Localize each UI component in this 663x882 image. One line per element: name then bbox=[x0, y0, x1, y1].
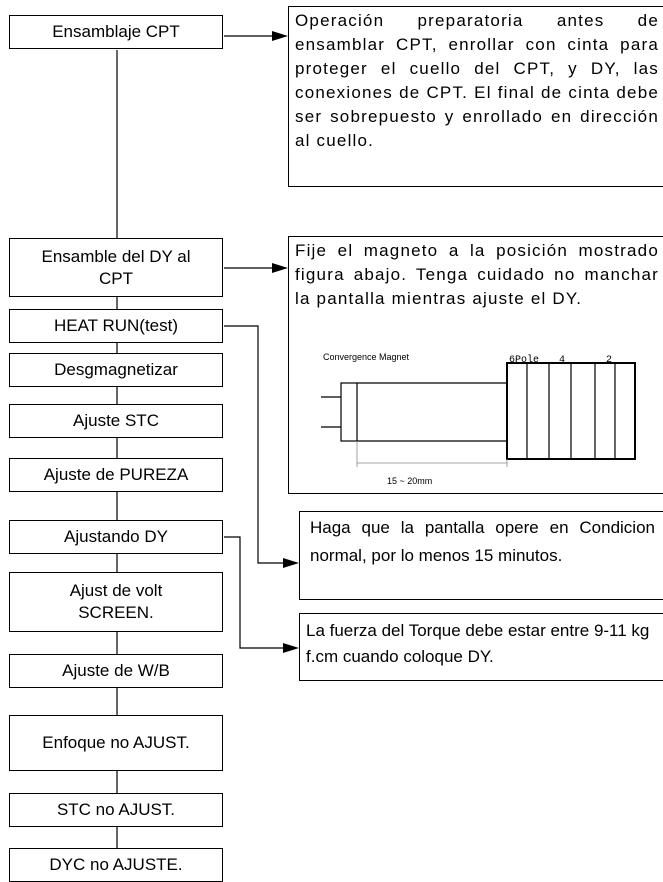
note-magnet-text: Fije el magneto a la posición mostrado f… bbox=[295, 241, 659, 308]
figure-pole4: 4 bbox=[559, 355, 566, 366]
note-cpt-prep: Operación preparatoria antes de ensambla… bbox=[288, 6, 663, 187]
step-dyc-no-ajuste: DYC no AJUSTE. bbox=[9, 848, 223, 882]
figure-pole2: 2 bbox=[606, 355, 613, 366]
step-heat-run: HEAT RUN(test) bbox=[9, 309, 223, 343]
step-ajust-volt-screen: Ajust de volt SCREEN. bbox=[9, 572, 223, 632]
step-desmagnetizar: Desgmagnetizar bbox=[9, 353, 223, 387]
figure-pole6: 6Pole bbox=[509, 355, 540, 366]
step-ajuste-stc: Ajuste STC bbox=[9, 404, 223, 438]
figure-dimension: 15 ~ 20mm bbox=[387, 476, 433, 486]
step-ajuste-pureza: Ajuste de PUREZA bbox=[9, 458, 223, 492]
note-magnet: Fije el magneto a la posición mostrado f… bbox=[288, 236, 663, 494]
step-enfoque: Enfoque no AJUST. bbox=[9, 715, 223, 771]
step-stc-no-ajust: STC no AJUST. bbox=[9, 793, 223, 827]
step-ajustando-dy: Ajustando DY bbox=[9, 520, 223, 554]
step-ajuste-wb: Ajuste de W/B bbox=[9, 654, 223, 688]
magnet-figure bbox=[321, 362, 636, 467]
note-torque: La fuerza del Torque debe estar entre 9-… bbox=[299, 613, 663, 681]
step-ensamblaje-cpt: Ensamblaje CPT bbox=[9, 15, 223, 49]
figure-title: Convergence Magnet bbox=[323, 352, 410, 362]
note-heat-run: Haga que la pantalla opere en Condicion … bbox=[299, 511, 663, 600]
step-ensamble-dy: Ensamble del DY al CPT bbox=[9, 238, 223, 297]
